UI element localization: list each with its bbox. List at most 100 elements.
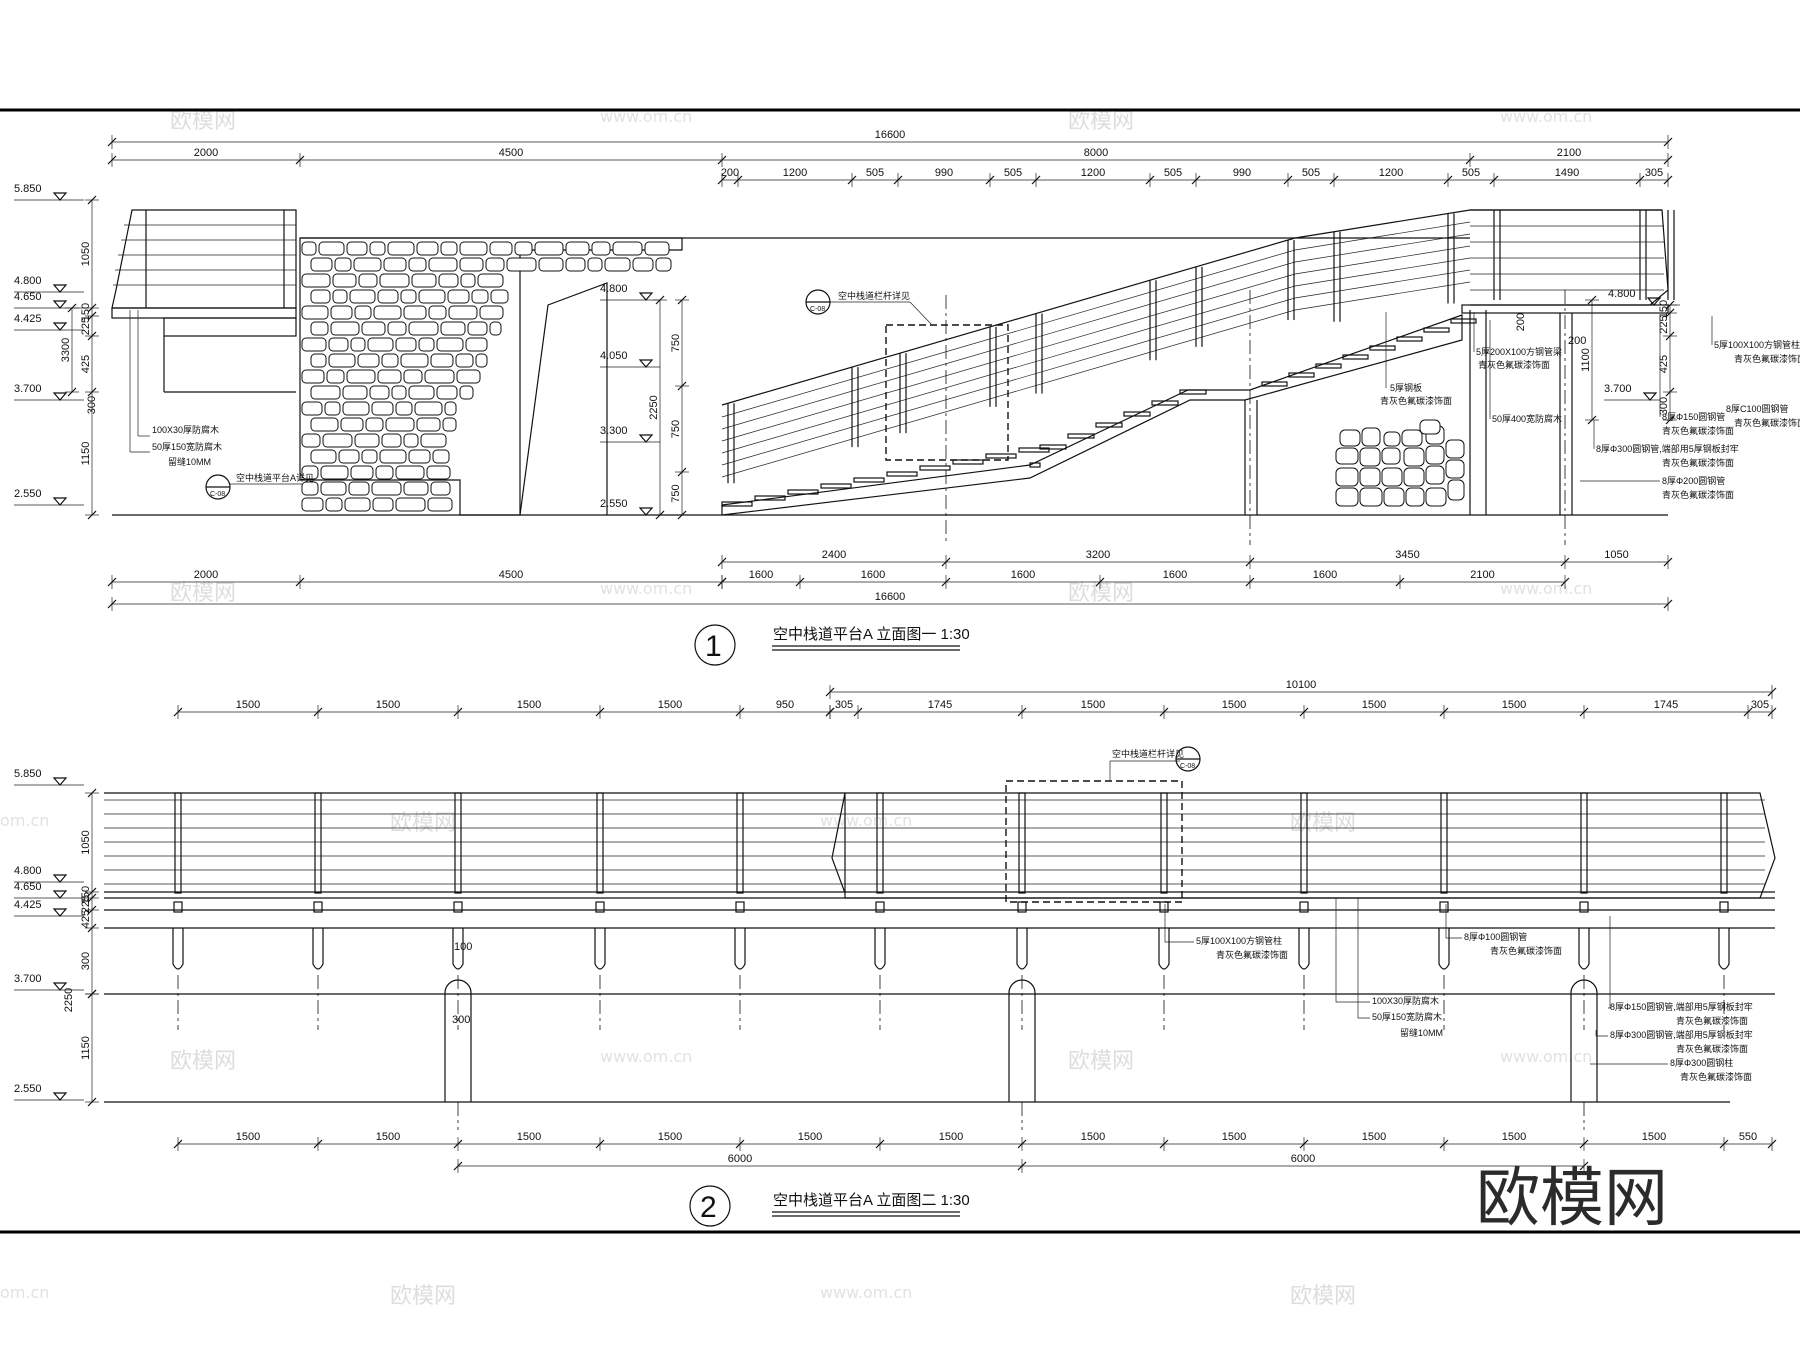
stone-block [301,337,327,352]
level-marker-icon [52,908,68,917]
note: 8厚Φ300圆钢管,端部用5厚钢板封牢 [1610,1029,1753,1040]
stair-tread [1450,318,1477,324]
railing-post [314,792,322,894]
railing-detail-box [1005,780,1183,903]
steel-pipe [1718,928,1730,970]
note-right: 8厚Φ300圆钢管,端部用5厚钢板封牢 [1596,443,1739,454]
steel-pipe [172,928,184,970]
level-marker-icon [52,322,68,331]
stone-block [353,257,382,272]
note-right: 50厚400宽防腐木 [1492,413,1562,424]
leader-line [1608,916,1611,1009]
callout-ref: C-08 [1180,763,1195,770]
note-gap: 留缝10MM [168,456,211,467]
stair-tread [919,465,951,471]
vdim-mid-total-label: 2250 [648,395,660,419]
stone-block [436,337,464,352]
dim-bottom3-label: 2000 [194,569,218,581]
dim-top-right-label: 1500 [1362,699,1386,711]
note: 8厚Φ150圆钢管,端部用5厚钢板封牢 [1610,1001,1753,1012]
steel-pipe [1578,928,1590,970]
leader-line [1445,904,1462,939]
left-beam [163,317,297,337]
watermark-site-partial: om.cn [0,811,49,830]
railing-post [736,792,744,894]
dim-bottom1-label: 3200 [1086,549,1110,561]
stair-tread [1288,372,1315,378]
stone-block [395,401,413,416]
rail-line [721,245,1471,442]
level-label: 5.850 [14,768,42,780]
stair-tread [985,453,1017,459]
stone-block [346,369,376,384]
watermark-site: www.om.cn [820,1283,912,1302]
level-label: 4.800 [14,865,42,877]
dim-detail-label: 1490 [1555,167,1579,179]
stone-block [1381,467,1403,487]
dim-detail-label: 505 [866,167,884,179]
stone-block [391,385,407,400]
rail-line [721,257,1471,454]
dim-detail-label: 505 [1302,167,1320,179]
notes: 5厚100X100方钢管柱青灰色氟碳漆饰面8厚Φ100圆钢管青灰色氟碳漆饰面10… [1164,898,1753,1082]
drawing-number-circle [694,624,736,666]
stair-tread [1067,433,1095,439]
stone-block [465,337,488,352]
railing-post [1160,792,1168,894]
stone-block [325,497,343,512]
watermark-site: www.om.cn [600,579,692,598]
stone-block [490,289,509,304]
stone-block [408,257,427,272]
dim-bottom1-label: 550 [1739,1131,1757,1143]
dim-top-right-label: 1745 [928,699,952,711]
vdim-left-total-label: 3300 [60,338,72,362]
stone-block [310,385,341,400]
stone-block [459,241,488,256]
level-label: 4.650 [14,291,42,303]
stair-tread [820,483,852,489]
dim-detail-label: 1200 [1081,167,1105,179]
stone-block [318,241,345,256]
vdim-mid-label: 750 [670,484,682,502]
stone-block [1419,419,1441,435]
column [1570,979,1598,1102]
dim-detail-label: 990 [935,167,953,179]
rail-line [721,233,1471,430]
dim-bottom2-label: 6000 [1291,1153,1315,1165]
stone-block [310,449,337,464]
dim-segment-label: 8000 [1084,147,1108,159]
dim-top-left-label: 1500 [658,699,682,711]
level-marker-icon [52,300,68,309]
drawing-number: 1 [705,630,722,663]
dim-top-right-label: 1500 [1222,699,1246,711]
notes-left: 100X30厚防腐木 50厚150宽防腐木 留缝10MM C-08 空中栈道平台… [129,310,314,500]
stone-block [1383,431,1401,447]
post-cap [1719,901,1729,913]
dim-bottom2-label: 1600 [1313,569,1337,581]
note: 青灰色氟碳漆饰面 [1490,945,1562,956]
steel-pipe [874,928,886,970]
vdim-left-label: 150 [80,303,92,321]
stone-block [440,241,458,256]
stone-block [387,241,415,256]
steel-pipe [1298,928,1310,970]
stone-block [301,433,321,448]
drawing-title: 空中栈道平台A 立面图一 1:30 [773,626,970,643]
watermark-site-partial: om.cn [0,1283,49,1302]
stone-block [381,433,402,448]
note-right: 5厚200X100方钢管梁 [1476,346,1562,357]
stone-block [330,305,353,320]
stair-tread [1151,400,1179,406]
note: 青灰色氟碳漆饰面 [1676,1015,1748,1026]
callout-mid-text: 空中栈道栏杆详见 [838,290,910,301]
stone-block [310,353,327,368]
stone-block [328,337,349,352]
stair-tread [721,501,753,507]
callout-mid: 空中栈道栏杆详见 C-08 [805,289,933,326]
rail-line [721,221,1471,418]
stone-block [377,369,402,384]
stone-block [379,449,407,464]
notes-right: 5厚200X100方钢管梁青灰色氟碳漆饰面5厚钢板青灰色氟碳漆饰面50厚400宽… [1380,312,1800,500]
callout-mid-ref: C-08 [810,306,825,313]
stone-block [332,289,348,304]
